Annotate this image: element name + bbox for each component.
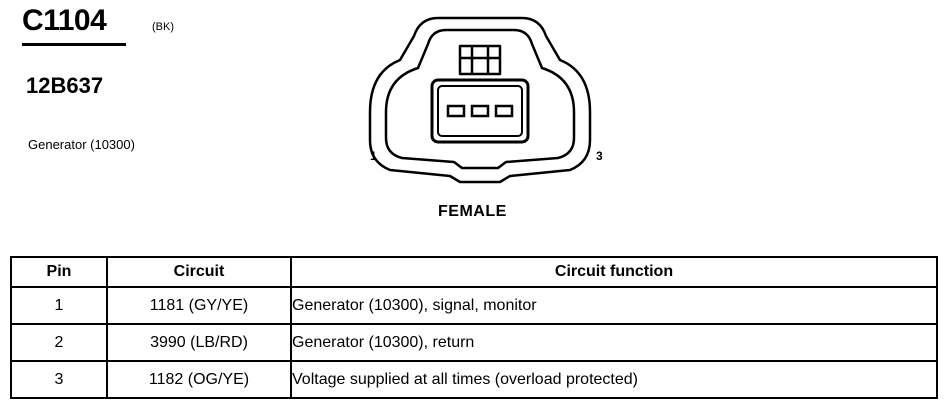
pin-terminal-2 — [470, 104, 490, 118]
circuit-cell: 1181 (GY/YE) — [106, 286, 292, 325]
pin-3-label: 3 — [596, 149, 603, 163]
pin-terminal-3 — [494, 104, 514, 118]
column-header-circuit-function: Circuit function — [290, 256, 938, 288]
table-header-row: Pin Circuit Circuit function — [10, 256, 938, 288]
connector-color-code: (BK) — [152, 21, 174, 33]
connector-latch — [458, 44, 502, 76]
table-row: 3 1182 (OG/YE) Voltage supplied at all t… — [10, 360, 938, 399]
part-number: 12B637 — [26, 73, 104, 98]
circuit-cell: 1182 (OG/YE) — [106, 360, 292, 399]
column-header-pin: Pin — [10, 256, 108, 288]
pin-terminal-1 — [446, 104, 466, 118]
circuit-function-cell: Voltage supplied at all times (overload … — [290, 360, 938, 399]
pin-1-label: 1 — [370, 149, 377, 163]
circuit-cell: 3990 (LB/RD) — [106, 323, 292, 362]
pin-cell: 2 — [10, 323, 108, 362]
connector-id: C1104 — [22, 4, 107, 37]
circuit-function-cell: Generator (10300), return — [290, 323, 938, 362]
component-name: Generator (10300) — [28, 137, 135, 152]
pin-cell: 1 — [10, 286, 108, 325]
pinout-table: Pin Circuit Circuit function 1 1181 (GY/… — [10, 256, 938, 399]
connector-gender-label: FEMALE — [438, 203, 507, 220]
circuit-function-cell: Generator (10300), signal, monitor — [290, 286, 938, 325]
pin-cell: 3 — [10, 360, 108, 399]
column-header-circuit: Circuit — [106, 256, 292, 288]
connector-id-underline — [22, 43, 126, 46]
connector-face-diagram — [368, 16, 592, 184]
terminal-cavity — [430, 78, 530, 144]
table-row: 1 1181 (GY/YE) Generator (10300), signal… — [10, 286, 938, 325]
connector-outer-housing — [368, 16, 592, 184]
table-row: 2 3990 (LB/RD) Generator (10300), return — [10, 323, 938, 362]
connector-inner-housing — [384, 28, 576, 170]
